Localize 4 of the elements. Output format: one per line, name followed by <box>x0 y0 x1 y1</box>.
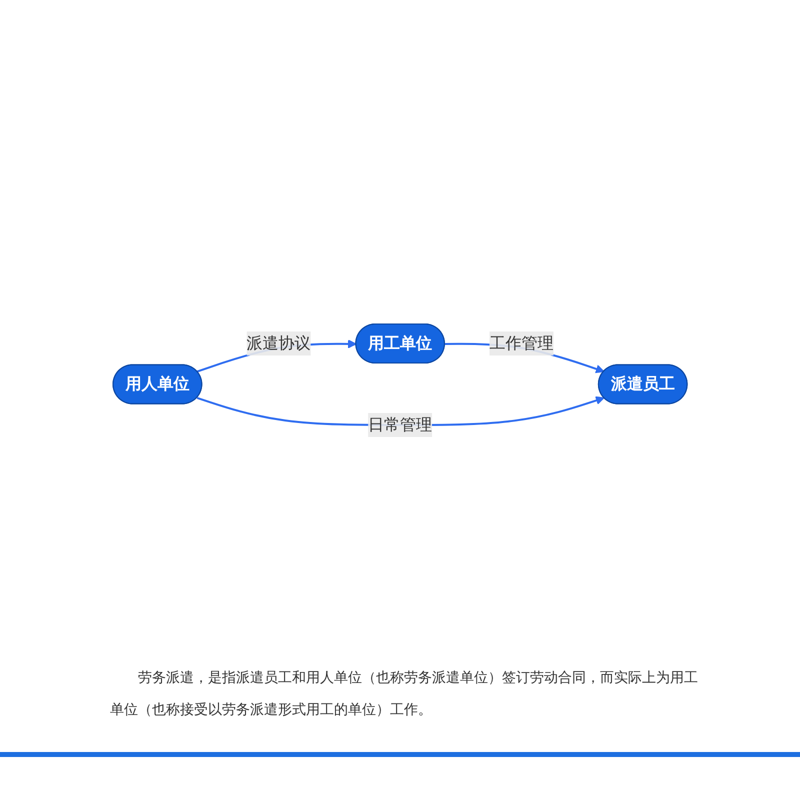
edge-label: 工作管理 <box>489 333 554 352</box>
edge-label: 日常管理 <box>368 414 432 434</box>
edge-label: 派遣协议 <box>246 333 311 352</box>
caption: 劳务派遣，是指派遣员工和用人单位（也称劳务派遣单位）签订劳动合同，而实际上为用工单位（也称接受以劳务派遣形式用工的单位）工作。 <box>110 669 699 720</box>
